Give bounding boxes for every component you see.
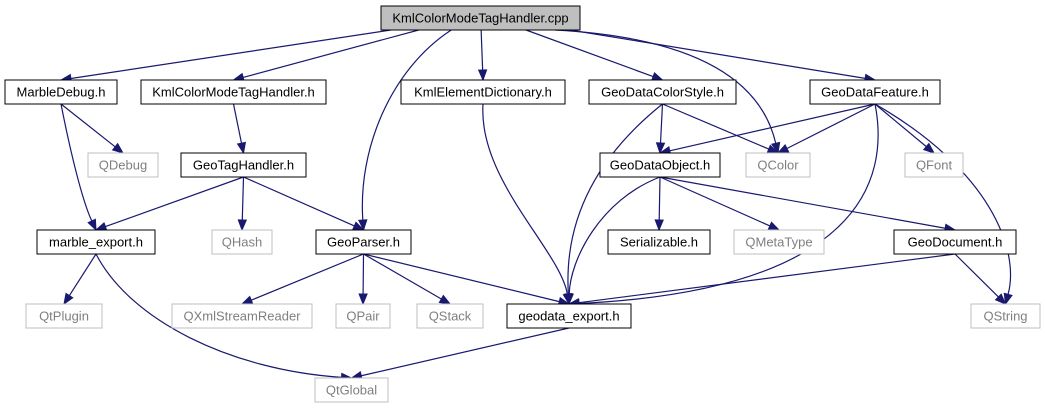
edge-gdo-to-geoexp (564, 176, 661, 306)
node-qstack: QStack (416, 303, 484, 329)
edge-gth-to-geoparser (243, 176, 365, 231)
edge-marbleexp-to-qtplugin (63, 253, 97, 306)
node-label: QtGlobal (326, 383, 377, 398)
node-label: QString (983, 309, 1027, 324)
node-serial[interactable]: Serializable.h (607, 229, 711, 255)
node-label: QXmlStreamReader (183, 309, 301, 324)
node-label: GeoDataColorStyle.h (601, 85, 724, 100)
edge-geoparser-to-qstack (363, 253, 452, 305)
node-label: QMetaType (745, 235, 812, 250)
edge-root-to-geoparser (358, 29, 452, 232)
node-kmled[interactable]: KmlElementDictionary.h (400, 79, 566, 105)
node-marbledebug[interactable]: MarbleDebug.h (4, 79, 118, 105)
node-label: QFont (916, 158, 953, 173)
node-qtplugin: QtPlugin (25, 303, 103, 329)
node-label: KmlElementDictionary.h (414, 85, 552, 100)
edge-marbledebug-to-qdebug (60, 103, 125, 154)
edge-root-to-qcolor (554, 29, 781, 155)
edge-root-to-kmlcmth (232, 29, 419, 82)
node-marbleexp[interactable]: marble_export.h (36, 229, 156, 255)
edge-root-to-gdcs (525, 29, 664, 81)
node-geoparser[interactable]: GeoParser.h (315, 229, 412, 255)
node-label: GeoDocument.h (908, 235, 1003, 250)
node-gdcs[interactable]: GeoDataColorStyle.h (588, 79, 737, 105)
node-qdebug: QDebug (87, 152, 159, 178)
node-qmeta: QMetaType (733, 229, 825, 255)
node-qcolor: QColor (745, 152, 811, 178)
edge-gdf-to-gdo (658, 103, 876, 156)
edge-kmled-to-geoexp (482, 103, 572, 306)
edge-gdoc-to-qstring (954, 253, 1007, 305)
node-qtglobal: QtGlobal (314, 377, 389, 403)
edge-gdo-to-gdoc (659, 176, 957, 233)
node-label: GeoDataFeature.h (821, 85, 929, 100)
edge-geoparser-to-qxml (240, 253, 364, 305)
edge-gdo-to-qmeta (659, 176, 781, 231)
node-qstring: QString (970, 303, 1041, 329)
node-label: KmlColorModeTagHandler.h (152, 85, 315, 100)
edge-gdcs-to-geoexp (563, 103, 663, 306)
node-qpair: QPair (335, 303, 391, 329)
node-label: MarbleDebug.h (17, 85, 106, 100)
node-label: marble_export.h (49, 235, 143, 250)
edge-marbledebug-to-marbleexp (60, 103, 97, 232)
node-label: GeoParser.h (327, 235, 400, 250)
edges-layer (59, 29, 1013, 383)
node-label: QPair (346, 309, 380, 324)
edge-gdf-to-qstring (874, 103, 1013, 306)
node-label: QDebug (99, 158, 147, 173)
edge-gdf-to-qcolor (776, 103, 876, 154)
node-gdo[interactable]: GeoDataObject.h (599, 152, 721, 178)
node-geoexp[interactable]: geodata_export.h (506, 303, 632, 329)
node-qhash: QHash (211, 229, 273, 255)
node-label: GeoDataObject.h (610, 158, 710, 173)
edge-gdf-to-qfont (874, 103, 936, 154)
node-gth[interactable]: GeoTagHandler.h (180, 152, 307, 178)
edge-gth-to-marbleexp (94, 176, 244, 231)
edge-geoparser-to-qpair (358, 253, 368, 306)
edge-gdcs-to-qcolor (662, 103, 780, 154)
node-label: QColor (757, 158, 799, 173)
node-root[interactable]: KmlColorModeTagHandler.cpp (380, 5, 581, 31)
edge-gdcs-to-gdo (655, 103, 666, 155)
node-qfont: QFont (904, 152, 964, 178)
edge-geoexp-to-qtglobal (350, 327, 570, 381)
node-label: QHash (222, 235, 262, 250)
edge-root-to-marbledebug (59, 29, 392, 84)
node-label: QtPlugin (39, 309, 89, 324)
edge-gdoc-to-geoexp (567, 253, 956, 308)
node-label: geodata_export.h (518, 309, 619, 324)
node-gdf[interactable]: GeoDataFeature.h (809, 79, 941, 105)
node-label: GeoTagHandler.h (193, 158, 294, 173)
node-gdoc[interactable]: GeoDocument.h (893, 229, 1017, 255)
node-kmlcmth[interactable]: KmlColorModeTagHandler.h (140, 79, 327, 105)
node-qxml: QXmlStreamReader (171, 303, 313, 329)
node-label: Serializable.h (620, 235, 698, 250)
edge-root-to-gdf (569, 29, 877, 83)
edge-gdo-to-serial (654, 176, 664, 232)
node-label: QStack (429, 309, 472, 324)
edge-root-to-kmled (477, 29, 488, 82)
edge-geoparser-to-geoexp (363, 253, 571, 307)
edge-kmlcmth-to-gth (232, 103, 247, 155)
edge-gth-to-qhash (237, 176, 248, 232)
node-label: KmlColorModeTagHandler.cpp (392, 11, 568, 26)
